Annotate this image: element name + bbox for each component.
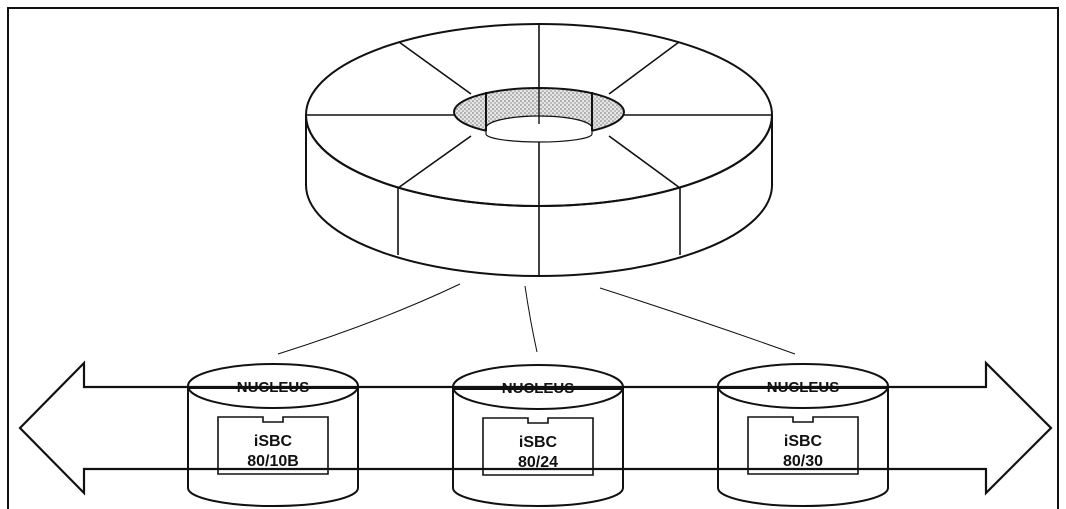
nucleus-cylinder [187,387,359,507]
board-chip-icon [747,416,859,475]
nucleus-node: NUCLEUS iSBC 80/10B [187,363,359,507]
board-name: iSBC [254,433,293,450]
nucleus-cylinder [717,387,889,507]
board-chip-icon [217,416,329,475]
board-name: iSBC [784,433,823,450]
hub-inner-wall [485,115,593,143]
ring-side-dividers [397,188,681,276]
connector-right [599,287,796,355]
system-bus-arrow [18,360,1053,496]
nucleus-label: NUCLEUS [767,379,840,396]
nucleus-cylinder-top [717,363,889,409]
nucleus-label: NUCLEUS [237,379,310,396]
ring-hub [453,87,625,143]
connector-center [524,285,538,353]
nucleus-node: NUCLEUS iSBC 80/24 [452,364,624,507]
connector-left [277,283,461,355]
board-model: 80/30 [783,453,823,470]
connectors [277,283,796,355]
nucleus-cylinder-top [452,364,624,410]
board-chip-icon [482,417,594,476]
nucleus-cylinder-top [187,363,359,409]
board-model: 80/24 [518,454,558,471]
nucleus-cylinder [452,388,624,507]
ring-sector-dividers [306,24,772,206]
resource-ring [305,23,773,277]
figure-frame [7,7,1059,509]
nucleus-node: NUCLEUS iSBC 80/30 [717,363,889,507]
nucleus-label: NUCLEUS [502,380,575,397]
board-model: 80/10B [247,453,299,470]
board-name: iSBC [519,434,558,451]
